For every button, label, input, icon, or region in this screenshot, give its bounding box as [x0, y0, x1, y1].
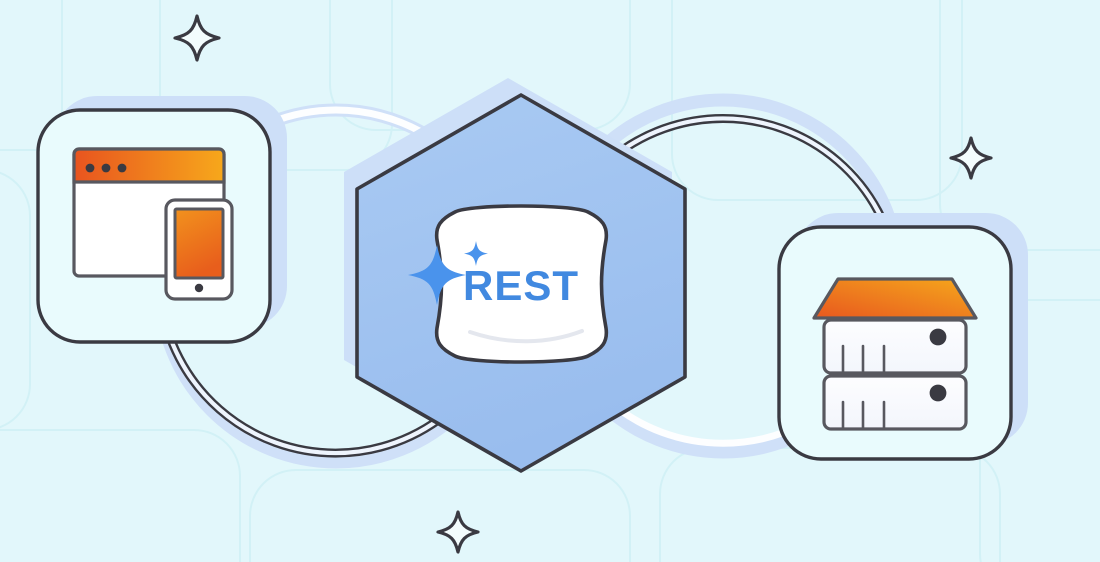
server-lid	[812, 277, 978, 320]
server-rack-icon[interactable]	[812, 277, 978, 431]
rest-hexagon[interactable]: REST	[344, 78, 687, 473]
mobile-phone-icon[interactable]	[164, 198, 234, 301]
server-unit-1-vents	[841, 344, 886, 374]
browser-title-bar	[72, 147, 226, 184]
star-bottom-center	[436, 510, 480, 554]
server-unit-2-led	[929, 384, 947, 402]
bg-rect-5	[939, 0, 1100, 251]
bg-rect-7	[249, 469, 631, 562]
server-database-card[interactable]	[777, 213, 1028, 461]
phone-home-button	[194, 283, 204, 293]
bg-rect-4	[671, 0, 963, 201]
star-top-left	[173, 14, 221, 62]
bg-rect-1	[0, 0, 161, 151]
client-devices-card[interactable]	[36, 96, 287, 344]
star-top-right	[949, 136, 993, 180]
rest-label: REST	[463, 262, 579, 309]
server-unit-1	[822, 318, 968, 375]
browser-dot-2	[101, 163, 111, 173]
browser-dot-1	[85, 163, 95, 173]
phone-screen	[173, 207, 225, 280]
server-unit-2-vents	[841, 400, 886, 430]
bg-rect-6	[0, 429, 241, 562]
sparkle-small	[464, 241, 488, 266]
bg-rect-10	[0, 171, 31, 429]
server-unit-1-led	[929, 328, 947, 346]
sparkle-large	[408, 245, 466, 305]
pillow-crease	[468, 329, 584, 344]
browser-dot-3	[117, 163, 127, 173]
server-unit-2	[822, 374, 968, 431]
